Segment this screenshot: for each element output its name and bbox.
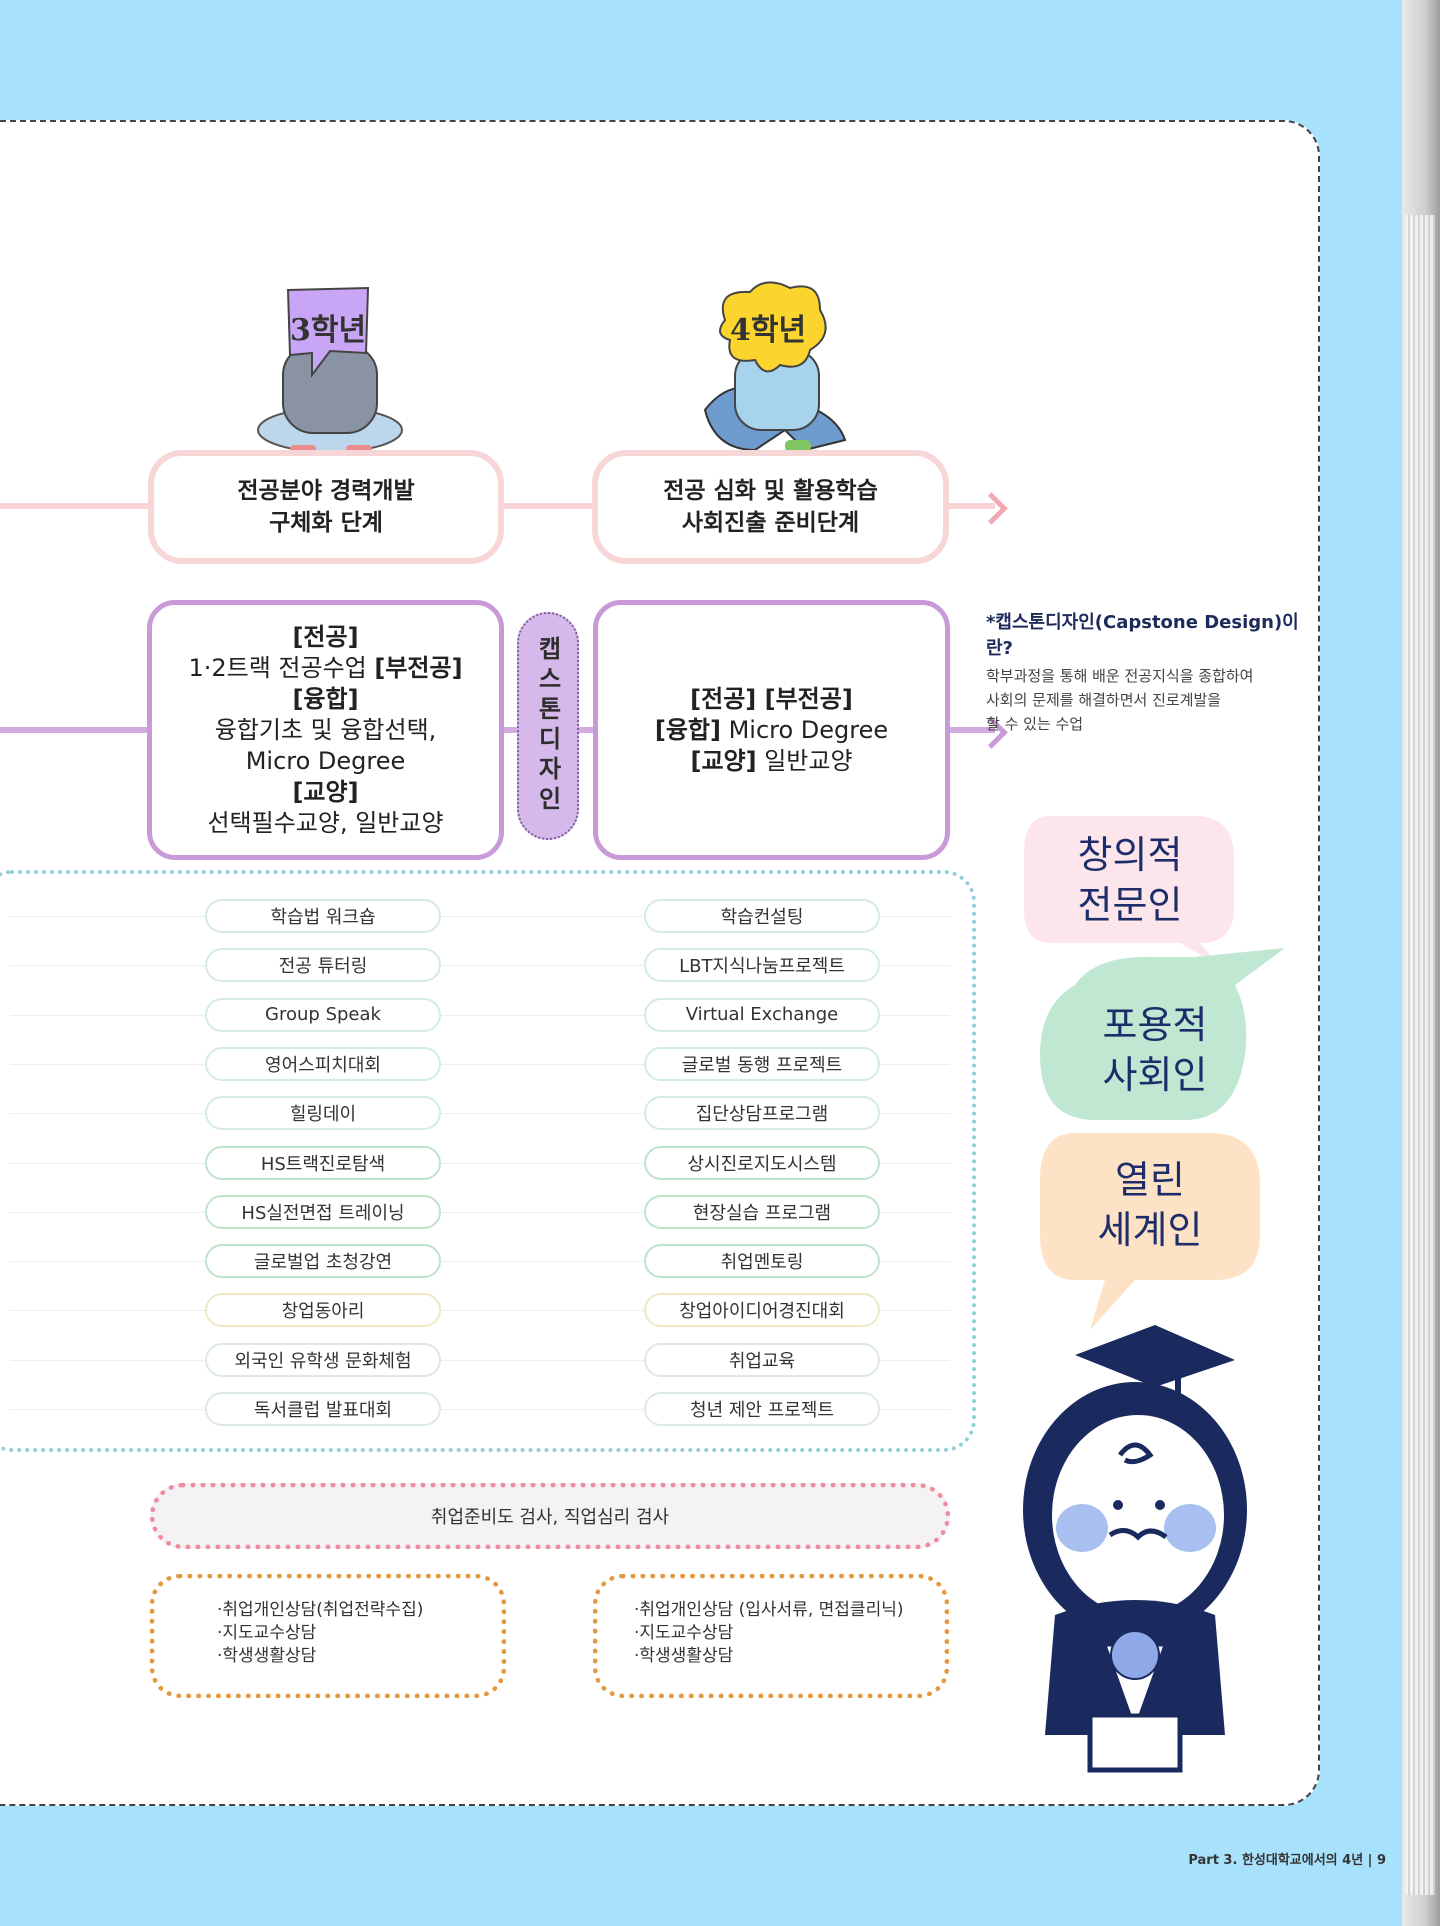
- page-footer: Part 3. 한성대학교에서의 4년 | 9: [1188, 1853, 1386, 1868]
- bubble-inclusive: 포용적 사회인: [1045, 975, 1265, 1125]
- capstone-note-line3: 할 수 있는 수업: [986, 715, 1084, 733]
- counsel4-line1: ·취업개인상담 (입사서류, 면접클리닉): [634, 1600, 904, 1620]
- course3-major-label: [전공]: [292, 622, 359, 651]
- capstone-note-line1: 학부과정을 통해 배운 전공지식을 종합하여: [986, 667, 1254, 685]
- course-box-4th-year: [전공] [부전공] [융합] Micro Degree [교양] 일반교양: [593, 600, 950, 860]
- bubble-creative-line2: 전문인: [1077, 883, 1183, 927]
- program-row-line: [10, 1409, 950, 1410]
- program-pill-year4: 취업교육: [644, 1342, 880, 1377]
- course-box-3rd-year: [전공] 1·2트랙 전공수업 [부전공] [융합] 융합기초 및 융합선택, …: [147, 600, 504, 860]
- program-pill-year4: 상시진로지도시스템: [644, 1145, 880, 1180]
- program-pill-year3: 힐링데이: [205, 1096, 441, 1131]
- program-pill-year4: 집단상담프로그램: [644, 1096, 880, 1131]
- course4-liberal-label: [교양]: [690, 746, 757, 775]
- program-pill-year3: HS트랙진로탐색: [205, 1145, 441, 1180]
- capstone-pill: 캡스톤디자인: [517, 612, 579, 840]
- program-pill-year3: 전공 튜터링: [205, 948, 441, 983]
- counseling-box-3rd-year: ·취업개인상담(취업전략수집) ·지도교수상담 ·학생생활상담: [150, 1574, 506, 1698]
- course3-convergence-label: [융합]: [292, 684, 359, 713]
- program-pill-year3: 외국인 유학생 문화체험: [205, 1342, 441, 1377]
- program-pill-year3: HS실전면접 트레이닝: [205, 1194, 441, 1229]
- bubble-open-line1: 열린: [1115, 1158, 1185, 1202]
- capstone-label: 캡스톤디자인: [533, 636, 562, 816]
- program-pill-year4: Virtual Exchange: [644, 997, 880, 1032]
- program-area: [0, 870, 976, 1452]
- capstone-note: *캡스톤디자인(Capstone Design)이란? 학부과정을 통해 배운 …: [986, 608, 1306, 736]
- program-pill-year4: LBT지식나눔프로젝트: [644, 948, 880, 983]
- program-row-line: [10, 1063, 950, 1065]
- bubble-creative: 창의적 전문인: [1030, 815, 1230, 945]
- stage-box-4th-year: 전공 심화 및 활용학습 사회진출 준비단계: [592, 450, 949, 564]
- course3-track-text: 1·2트랙 전공수업: [188, 653, 375, 682]
- counsel3-line1: ·취업개인상담(취업전략수집): [217, 1600, 424, 1620]
- program-pill-year3: 독서클럽 발표대회: [205, 1392, 441, 1426]
- program-pill-year3: 영어스피치대회: [205, 1046, 441, 1081]
- program-row-line: [10, 1310, 950, 1312]
- program-row-line: [10, 916, 950, 917]
- program-row-line: [10, 1014, 950, 1016]
- stage-4-line1: 전공 심화 및 활용학습: [663, 478, 878, 504]
- assessment-text: 취업준비도 검사, 직업심리 검사: [430, 1507, 670, 1528]
- bubble-shape-inclusive: [1040, 948, 1285, 1120]
- counsel3-line2: ·지도교수상담: [217, 1623, 317, 1643]
- course4-convergence-text: Micro Degree: [720, 715, 889, 744]
- program-row-line: [10, 965, 950, 967]
- course3-convergence-text: 융합기초 및 융합선택,: [214, 715, 437, 744]
- course4-convergence-label: [융합]: [654, 715, 721, 744]
- program-row-line: [10, 1261, 950, 1263]
- bubble-shape-creative: [1024, 816, 1234, 966]
- program-pill-year4: 창업아이디어경진대회: [644, 1293, 880, 1328]
- program-pill-year3: 학습법 워크숍: [205, 899, 441, 933]
- graduate-mascot-illustration: [1023, 1325, 1247, 1773]
- student-4th-year-illustration: [703, 281, 847, 464]
- program-pill-year4: 글로벌 동행 프로젝트: [644, 1046, 880, 1081]
- year-label-3: 3학년: [290, 313, 367, 348]
- course3-microdegree-text: Micro Degree: [245, 746, 406, 775]
- capstone-note-line2: 사회의 문제를 해결하면서 진로계발을: [986, 691, 1222, 709]
- year-label-4: 4학년: [730, 313, 807, 348]
- bubble-inclusive-line2: 사회인: [1102, 1053, 1208, 1097]
- course3-minor-label: [부전공]: [374, 653, 463, 682]
- program-pill-year4: 현장실습 프로그램: [644, 1194, 880, 1229]
- assessment-bar: 취업준비도 검사, 직업심리 검사: [150, 1483, 950, 1549]
- bubble-creative-line1: 창의적: [1077, 833, 1183, 877]
- stage-box-3rd-year: 전공분야 경력개발 구체화 단계: [148, 450, 504, 564]
- course3-liberal-label: [교양]: [292, 777, 359, 806]
- bubble-shape-open: [1040, 1133, 1260, 1330]
- course4-major-label: [전공] [부전공]: [690, 684, 853, 713]
- counseling-box-4th-year: ·취업개인상담 (입사서류, 면접클리닉) ·지도교수상담 ·학생생활상담: [593, 1574, 949, 1698]
- program-pill-year4: 취업멘토링: [644, 1244, 880, 1279]
- capstone-note-title: *캡스톤디자인(Capstone Design)이란?: [986, 612, 1299, 659]
- bubble-open-line2: 세계인: [1097, 1208, 1203, 1252]
- program-row-line: [10, 1113, 950, 1115]
- counsel3-line3: ·학생생활상담: [217, 1646, 317, 1666]
- program-row-line: [10, 1359, 950, 1361]
- program-pill-year3: Group Speak: [205, 997, 441, 1032]
- program-pill-year4: 청년 제안 프로젝트: [644, 1392, 880, 1426]
- bubble-inclusive-line1: 포용적: [1102, 1003, 1208, 1047]
- bubble-open: 열린 세계인: [1045, 1140, 1255, 1270]
- program-pill-year3: 창업동아리: [205, 1293, 441, 1328]
- stage-3-line1: 전공분야 경력개발: [237, 478, 415, 504]
- book-page-stack: [1405, 215, 1435, 1895]
- stage-3-line2: 구체화 단계: [269, 510, 383, 536]
- stage-4-line2: 사회진출 준비단계: [681, 510, 860, 536]
- counsel4-line3: ·학생생활상담: [634, 1646, 734, 1666]
- course4-liberal-text: 일반교양: [756, 746, 853, 775]
- counsel4-line2: ·지도교수상담: [634, 1623, 734, 1643]
- program-pill-year4: 학습컨설팅: [644, 899, 880, 933]
- program-row-line: [10, 1162, 950, 1164]
- program-row-line: [10, 1211, 950, 1213]
- program-pill-year3: 글로벌업 초청강연: [205, 1244, 441, 1279]
- course3-liberal-text: 선택필수교양, 일반교양: [207, 808, 444, 837]
